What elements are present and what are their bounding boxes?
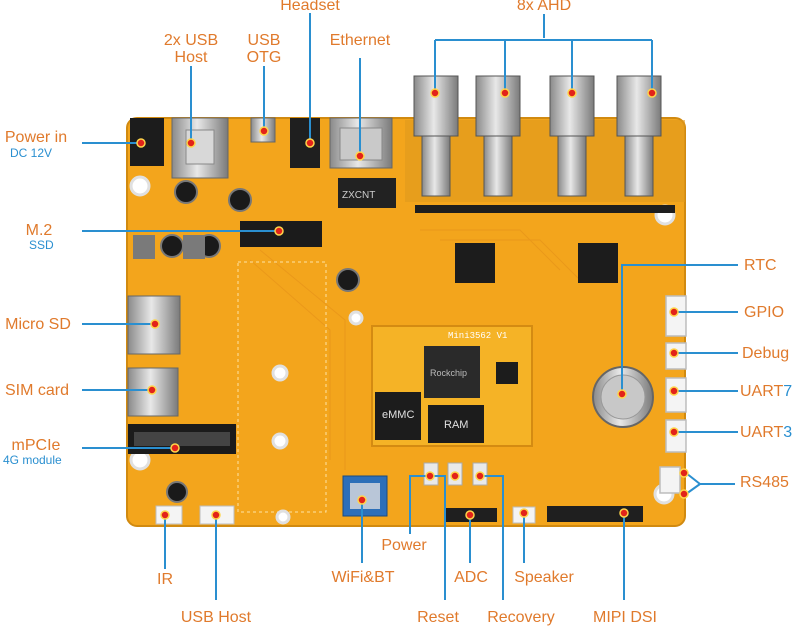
label-m2-sub: SSD [29,238,54,252]
label-power-in: Power in [4,129,68,146]
label-uart7-text: UART [740,383,784,400]
label-power-in-sub: DC 12V [10,146,53,160]
label-uart7-num: 7 [783,383,793,400]
label-usb-host-bottom: USB Host [180,609,252,626]
label-headset: Headset [280,0,340,14]
label-ir: IR [157,571,173,588]
label-uart3: UART3 [740,424,798,441]
eth-transformer [338,178,396,208]
inductor-1 [133,235,155,259]
label-usb-otg-line2: OTG [246,49,282,66]
label-ethernet: Ethernet [329,32,391,49]
label-speaker: Speaker [514,569,574,586]
marker-dots [136,88,689,520]
label-adc: ADC [454,569,488,586]
inductor-2 [183,235,205,259]
label-gpio: GPIO [744,304,785,321]
ahd-chip-1 [455,243,495,283]
label-rtc: RTC [744,257,777,274]
label-debug: Debug [742,345,790,362]
label-2x-usb-host-line2: Host [174,49,208,66]
label-uart3-num: 3 [783,424,793,441]
ram-chip-label: RAM [444,419,468,431]
label-usb-otg-line1: USB [247,32,281,49]
label-power: Power [381,537,427,554]
label-reset: Reset [417,609,459,626]
label-sim-card: SIM card [4,382,69,399]
label-micro-sd: Micro SD [5,316,71,333]
eth-chip-label: ZXCNT [342,190,375,201]
label-uart7: UART7 [740,383,798,400]
label-rs485: RS485 [740,474,789,491]
label-recovery: Recovery [487,609,555,626]
pmic-chip [496,362,518,384]
module-model-label: Mini3562 V1 [448,331,507,341]
pcb-traces [237,229,581,513]
bnc-connectors [405,75,685,213]
leader-lines [82,13,738,600]
emmc-chip [375,392,421,440]
soc-brand-label: Rockchip [430,368,467,378]
emmc-chip-label: eMMC [382,409,414,421]
capacitors [160,180,360,503]
bottom-connectors [155,462,643,525]
label-mpcie: mPCIe [11,437,61,454]
label-mpcie-sub: 4G module [3,453,62,467]
label-mipi-dsi: MIPI DSI [592,609,657,626]
label-wifi-bt: WiFi&BT [331,569,395,586]
ram-chip [428,405,484,443]
soc-chip [424,346,480,398]
label-2x-usb-host-line1: 2x USB [163,32,219,49]
label-8x-ahd: 8x AHD [516,0,572,14]
ahd-chip-2 [578,243,618,283]
label-uart3-text: UART [740,424,784,441]
label-m2: M.2 [25,222,53,239]
headset-jack [290,118,320,168]
